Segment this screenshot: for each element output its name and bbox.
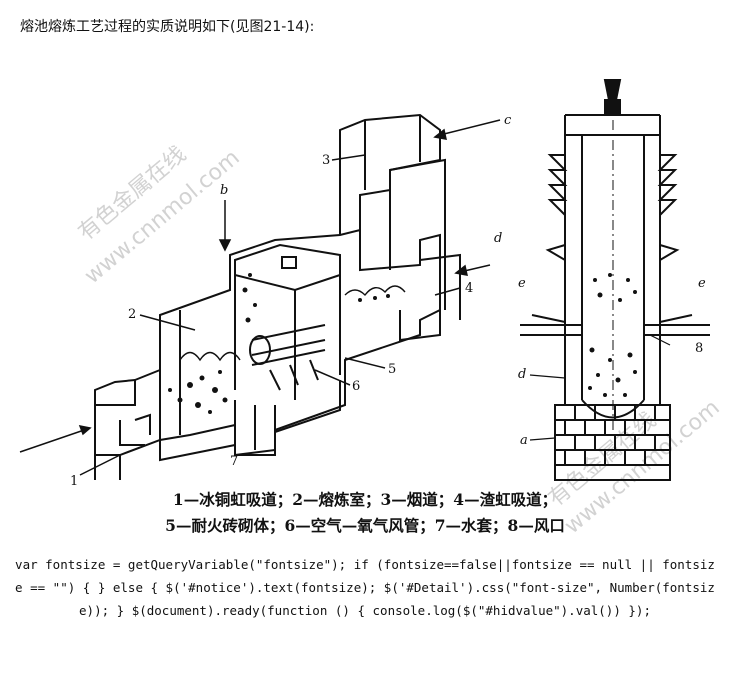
label-4: 4 bbox=[465, 281, 473, 296]
label-e-left: e bbox=[518, 276, 526, 291]
label-2: 2 bbox=[128, 307, 136, 322]
label-e-right: e bbox=[698, 276, 706, 291]
furnace-diagram: 1 2 3 4 5 6 7 8 a b c d d e e bbox=[19, 79, 710, 489]
figure-caption-line-2: 5—耐火砖砌体；6—空气—氧气风管；7—水套；8—风口 bbox=[165, 516, 565, 535]
label-d: d bbox=[494, 231, 502, 246]
label-1: 1 bbox=[70, 474, 78, 489]
label-d-right: d bbox=[518, 367, 526, 382]
script-source-text: var fontsize = getQueryVariable("fontsiz… bbox=[15, 557, 715, 618]
label-b: b bbox=[220, 183, 228, 198]
label-c: c bbox=[504, 113, 512, 128]
label-8: 8 bbox=[695, 341, 703, 356]
label-a: a bbox=[520, 433, 528, 448]
label-5: 5 bbox=[388, 362, 396, 377]
label-6: 6 bbox=[352, 379, 360, 394]
label-7: 7 bbox=[230, 454, 238, 469]
label-3: 3 bbox=[322, 153, 330, 168]
intro-text: 熔池熔炼工艺过程的实质说明如下(见图21-14): bbox=[20, 19, 315, 35]
figure-caption-line-1: 1—冰铜虹吸道；2—熔炼室；3—烟道；4—渣虹吸道； bbox=[172, 490, 558, 509]
